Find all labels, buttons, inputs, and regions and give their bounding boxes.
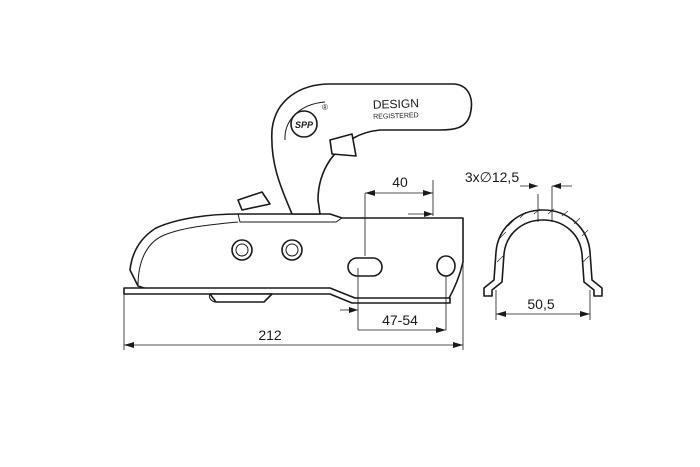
mounting-slot (347, 257, 383, 277)
rivet-hole (231, 239, 253, 261)
dim-label-50-5: 50,5 (527, 296, 554, 312)
registered-mark: ® (322, 103, 328, 112)
dim-profile-width: 50,5 (495, 290, 591, 320)
cross-section-profile (483, 186, 603, 297)
mounting-hole (436, 255, 456, 277)
base-plate (123, 287, 451, 304)
dim-label-212: 212 (258, 327, 282, 343)
dim-holes: 3x∅12,5 (465, 169, 572, 189)
dim-total-length: 212 (123, 262, 464, 350)
design-label: DESIGN (373, 96, 419, 112)
dim-label-40: 40 (392, 174, 408, 190)
rivet-hole (281, 239, 303, 261)
handle-lever (271, 83, 473, 215)
registered-label: REGISTERED (373, 112, 419, 121)
logo-text: SPP (295, 120, 314, 130)
dim-label-47-54: 47-54 (382, 312, 418, 328)
dim-mount-range: 47-54 (340, 268, 447, 333)
dim-label-holes: 3x∅12,5 (465, 169, 519, 185)
coupling-side-view (123, 191, 464, 304)
u-profile (483, 209, 603, 297)
spp-logo (290, 110, 318, 138)
dim-slot-spacing: 40 (364, 174, 434, 256)
locking-handle: SPP ® DESIGN REGISTERED (271, 83, 473, 215)
